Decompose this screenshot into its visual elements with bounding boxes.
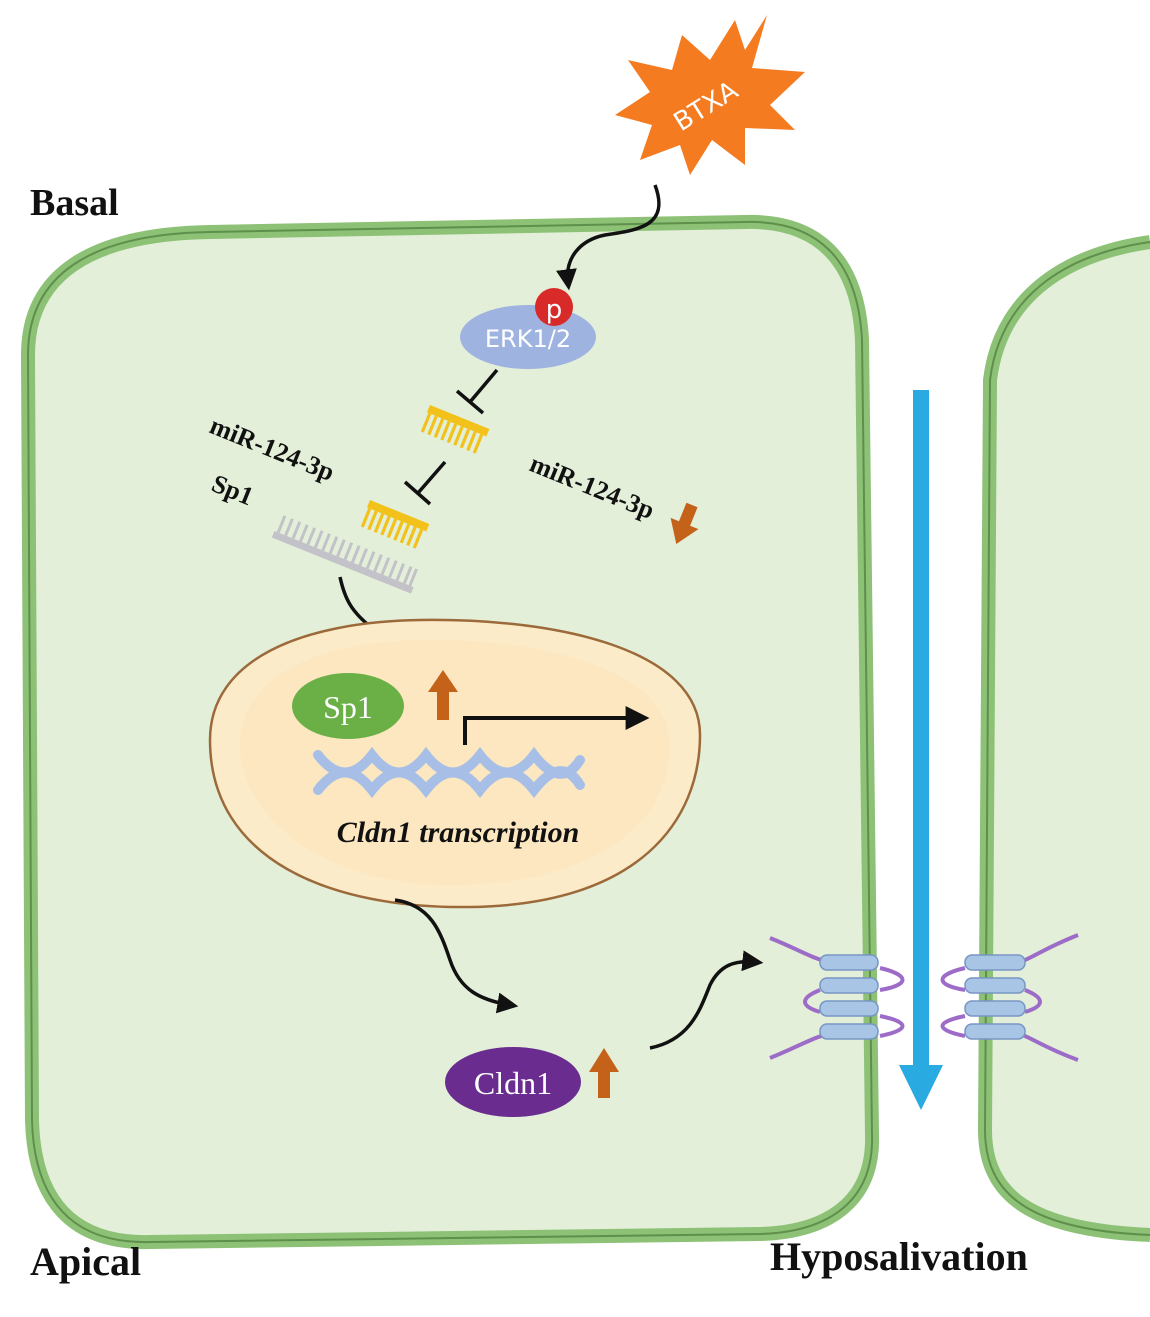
tight-junction-right: [940, 933, 1079, 1062]
phospho-label: p: [546, 295, 563, 325]
transcription-label: Cldn1 transcription: [337, 816, 580, 849]
inhibit-icon: [455, 368, 499, 415]
up-arrow-icon: [428, 670, 458, 720]
cldn1-protein: Cldn1: [445, 1047, 581, 1117]
mirna-icon: [420, 405, 490, 454]
transcription-arrow: [463, 706, 650, 745]
dna-icon: [313, 746, 585, 799]
nucleus: [208, 618, 702, 909]
down-arrow-icon: [670, 502, 699, 544]
phospho-icon: p: [535, 288, 573, 326]
mirna-icon: [360, 499, 430, 549]
sp1-protein: Sp1: [292, 673, 404, 739]
inhibit-icon: [403, 460, 447, 506]
apical-label: Apical: [30, 1239, 141, 1284]
up-arrow-icon: [589, 1048, 619, 1098]
nucleus-to-cldn1-arrow: [394, 898, 519, 1014]
btxa-starburst-icon: BTXA: [615, 15, 805, 175]
basal-label: Basal: [30, 182, 119, 224]
tight-junction-left: [769, 936, 905, 1060]
cldn1-label: Cldn1: [474, 1065, 552, 1101]
sp1-protein-label: Sp1: [323, 689, 373, 725]
sp1-mrna-icon: [271, 515, 419, 594]
paracellular-flow-arrow: [899, 390, 943, 1110]
neighbor-cell: [977, 235, 1150, 1242]
erk-label: ERK1/2: [485, 325, 571, 353]
hyposalivation-label: Hyposalivation: [770, 1234, 1028, 1279]
btxa-to-erk-arrow: [556, 184, 661, 291]
erk-protein: ERK1/2: [460, 305, 596, 369]
cldn1-to-junction-arrow: [649, 950, 764, 1050]
